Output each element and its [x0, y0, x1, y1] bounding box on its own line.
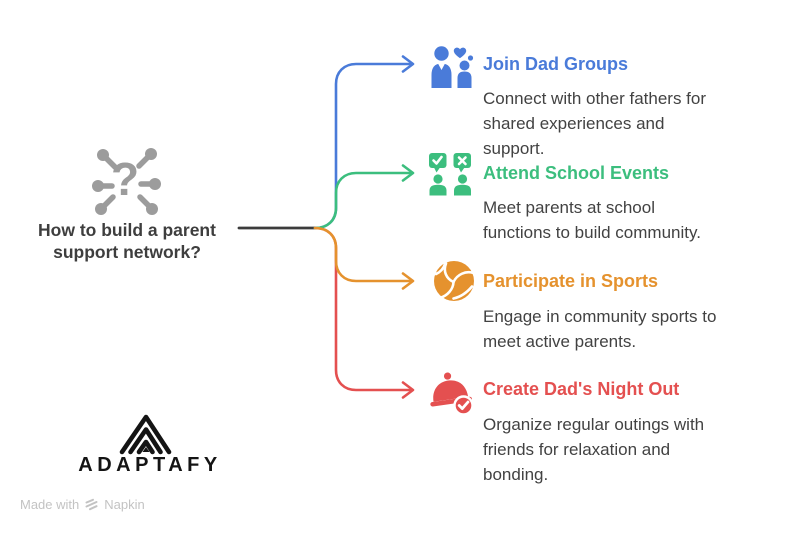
branch-desc-participate-in-sports: Engage in community sports to meet activ… — [483, 304, 716, 354]
root-question-line: How to build a parent — [38, 220, 216, 240]
arrowhead-icon — [401, 164, 415, 182]
parents-feedback-bubbles-icon — [429, 153, 471, 196]
dinner-cloche-check-icon — [430, 372, 474, 416]
father-child-heart-icon — [431, 46, 474, 88]
made-with-napkin-link[interactable]: Made with Napkin — [20, 497, 145, 512]
branch-title-attend-school-events: Attend School Events — [483, 163, 670, 183]
branch-desc-attend-school-events: Meet parents at school functions to buil… — [483, 195, 701, 245]
desc-line: meet active parents. — [483, 332, 637, 351]
branch-line-participate-in-sports — [313, 226, 415, 290]
branch-desc-join-dad-groups: Connect with other fathers for shared ex… — [483, 86, 706, 161]
arrowhead-icon — [401, 272, 415, 290]
branch-title-join-dad-groups: Join Dad Groups — [483, 54, 629, 74]
branch-line-join-dad-groups — [313, 55, 415, 230]
branch-title-participate-in-sports: Participate in Sports — [483, 271, 659, 291]
made-with-text: Made with — [20, 497, 80, 512]
desc-line: Engage in community sports to — [483, 307, 717, 326]
branch-line-create-dads-night-out — [313, 226, 415, 399]
desc-line: Meet parents at school — [483, 198, 655, 217]
desc-line: bonding. — [483, 465, 549, 484]
desc-line: functions to build community. — [483, 223, 701, 242]
desc-line: Organize regular outings with — [483, 415, 705, 434]
adaptafy-brand-name: ADAPTAFY — [78, 454, 222, 476]
desc-line: support. — [483, 139, 545, 158]
branch-desc-create-dads-night-out: Organize regular outings with friends fo… — [483, 412, 704, 487]
arrowhead-icon — [401, 55, 415, 73]
desc-line: friends for relaxation and — [483, 440, 671, 459]
arrowhead-icon — [401, 381, 415, 399]
desc-line: shared experiences and — [483, 114, 665, 133]
root-question-line: support network? — [53, 242, 201, 262]
volleyball-icon — [434, 261, 475, 301]
napkin-logo-icon — [85, 498, 98, 511]
root-question: How to build a parent support network? — [17, 219, 237, 263]
adaptafy-logo-icon — [119, 414, 172, 455]
desc-line: Connect with other fathers for — [483, 89, 707, 108]
branch-line-attend-school-events — [313, 164, 415, 230]
question-scatter-icon: ? — [92, 148, 161, 215]
napkin-text: Napkin — [104, 497, 145, 512]
branch-title-create-dads-night-out: Create Dad's Night Out — [483, 379, 680, 399]
